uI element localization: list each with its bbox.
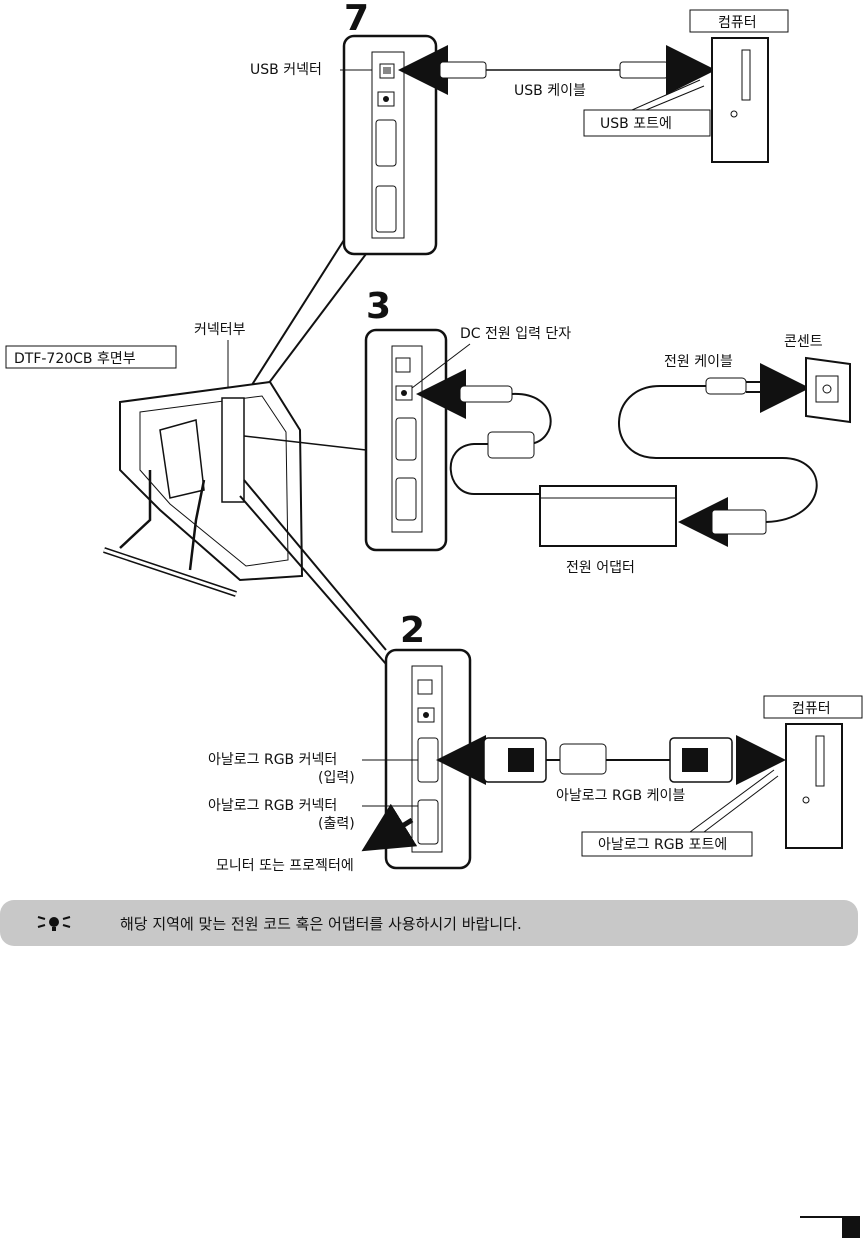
label-outlet: 콘센트 bbox=[784, 334, 823, 350]
connection-diagram: 7 USB 커넥터 USB 케이블 컴퓨터 USB 포트에 DTF-720CB … bbox=[0, 0, 863, 900]
label-analog-cable: 아날로그 RGB 케이블 bbox=[556, 788, 685, 804]
label-analog-out-1: 아날로그 RGB 커넥터 bbox=[208, 798, 337, 814]
label-computer-bottom: 컴퓨터 bbox=[792, 701, 831, 717]
label-analog-in-2: (입력) bbox=[318, 770, 355, 786]
step-number-power: 3 bbox=[366, 286, 391, 327]
tablet-rear-illustration bbox=[104, 382, 302, 594]
step-number-rgb: 2 bbox=[400, 610, 425, 651]
usb-cable-drawing bbox=[408, 62, 706, 78]
computer-top-icon bbox=[712, 38, 768, 162]
label-monitor-projector: 모니터 또는 프로젝터에 bbox=[216, 858, 354, 874]
label-analog-in-1: 아날로그 RGB 커넥터 bbox=[208, 752, 337, 768]
label-analog-port: 아날로그 RGB 포트에 bbox=[598, 837, 727, 853]
label-usb-connector: USB 커넥터 bbox=[250, 62, 322, 78]
note-banner: 해당 지역에 맞는 전원 코드 혹은 어댑터를 사용하시기 바랍니다. bbox=[0, 900, 858, 946]
label-power-cable: 전원 케이블 bbox=[664, 354, 733, 370]
outlet-icon bbox=[806, 358, 850, 422]
label-power-adapter: 전원 어댑터 bbox=[566, 560, 635, 576]
label-dc-input: DC 전원 입력 단자 bbox=[460, 326, 571, 342]
panel-power bbox=[366, 330, 446, 550]
power-adapter-icon bbox=[540, 486, 676, 546]
page-footer-rule bbox=[800, 1216, 842, 1218]
label-usb-cable: USB 케이블 bbox=[514, 83, 586, 99]
step-number-usb: 7 bbox=[344, 0, 369, 39]
lightbulb-icon bbox=[34, 913, 74, 933]
label-connector-section: 커넥터부 bbox=[194, 322, 246, 338]
label-analog-out-2: (출력) bbox=[318, 816, 355, 832]
label-usb-port: USB 포트에 bbox=[600, 116, 672, 132]
label-model-rear: DTF-720CB 후면부 bbox=[14, 351, 136, 367]
analog-cable-drawing bbox=[446, 738, 776, 782]
page-marker bbox=[842, 1216, 860, 1238]
computer-bottom-icon bbox=[786, 724, 842, 848]
label-computer-top: 컴퓨터 bbox=[718, 15, 757, 31]
note-text: 해당 지역에 맞는 전원 코드 혹은 어댑터를 사용하시기 바랍니다. bbox=[120, 913, 522, 934]
